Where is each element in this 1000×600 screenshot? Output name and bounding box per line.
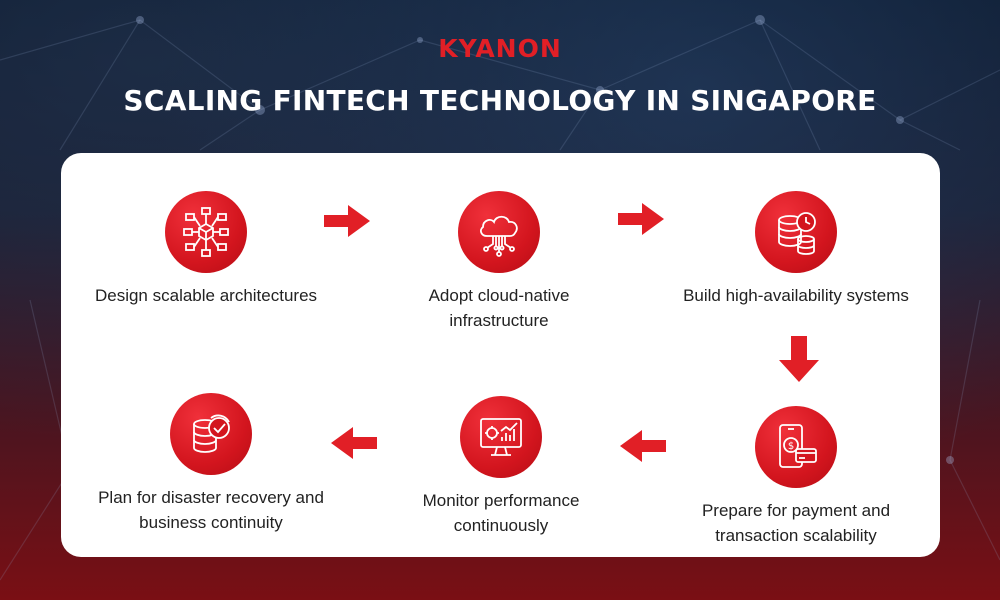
step-design-architectures: Design scalable architectures	[86, 191, 326, 308]
step-label: Adopt cloud-native infrastructure	[428, 286, 570, 330]
svg-text:$: $	[788, 441, 794, 452]
step-label: Monitor performance continuously	[422, 491, 580, 535]
step-label: Prepare for payment and transaction scal…	[701, 501, 891, 545]
step-label: Plan for disaster recovery and business …	[98, 488, 324, 532]
architecture-icon	[165, 191, 247, 273]
step-monitor-performance: Monitor performance continuously	[381, 396, 621, 538]
step-payment-scalability: $ Prepare for payment and transaction sc…	[676, 406, 916, 548]
arrow-left-icon	[620, 430, 666, 462]
step-disaster-recovery: Plan for disaster recovery and business …	[91, 393, 331, 535]
database-clock-icon	[755, 191, 837, 273]
kyanon-logo: KYANON	[438, 34, 562, 63]
arrow-right-icon	[324, 205, 370, 237]
database-check-icon	[170, 393, 252, 475]
monitor-chart-icon	[460, 396, 542, 478]
arrow-left-icon	[331, 427, 377, 459]
arrow-down-icon	[779, 336, 819, 382]
arrow-right-icon	[618, 203, 664, 235]
page-title: SCALING FINTECH TECHNOLOGY IN SINGAPORE	[123, 84, 877, 117]
step-high-availability: Build high-availability systems	[676, 191, 916, 308]
mobile-payment-icon: $	[755, 406, 837, 488]
step-cloud-native: Adopt cloud-native infrastructure	[379, 191, 619, 333]
process-card: Design scalable architectures Adopt clou…	[61, 153, 940, 557]
step-label: Build high-availability systems	[683, 286, 909, 305]
cloud-icon	[458, 191, 540, 273]
step-label: Design scalable architectures	[94, 286, 318, 305]
